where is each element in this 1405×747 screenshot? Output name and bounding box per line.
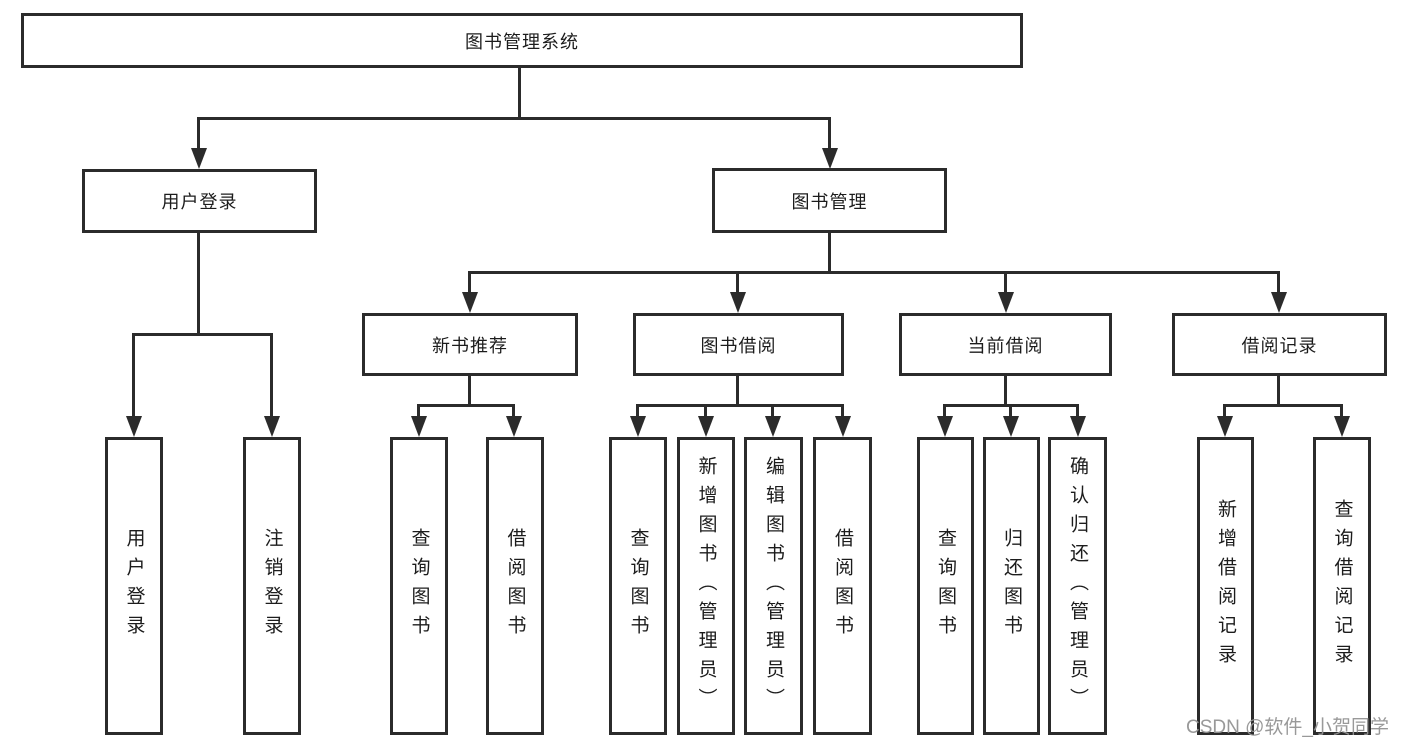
arrow-down-icon — [126, 416, 142, 437]
leaf-label: 查询图书 — [627, 528, 649, 644]
leaf-label: 用户登录 — [123, 528, 145, 644]
arrow-down-icon — [730, 292, 746, 313]
csdn-watermark: CSDN @软件_小贺同学 — [1186, 717, 1389, 738]
leaf-borrow-books-recommend: 借阅图书 — [486, 437, 544, 735]
arrow-down-icon — [264, 416, 280, 437]
arrow-down-icon — [191, 148, 207, 169]
connector-vline — [468, 271, 471, 294]
leaf-borrow-books: 借阅图书 — [813, 437, 872, 735]
connector-vline — [1277, 271, 1280, 294]
leaf-add-borrow-record: 新增借阅记录 — [1197, 437, 1254, 735]
connector-vline — [1076, 404, 1079, 418]
node-label: 借阅记录 — [1241, 335, 1318, 356]
connector-hline — [468, 271, 1280, 274]
leaf-label: 确认归还（管理员） — [1067, 455, 1088, 717]
connector-vline — [1223, 404, 1226, 418]
arrow-down-icon — [506, 416, 522, 437]
arrow-down-icon — [1003, 416, 1019, 437]
leaf-user-login: 用户登录 — [105, 437, 163, 735]
node-user-login: 用户登录 — [82, 169, 317, 233]
connector-vline — [828, 117, 831, 151]
arrow-down-icon — [937, 416, 953, 437]
connector-hline — [132, 333, 273, 336]
arrow-down-icon — [630, 416, 646, 437]
leaf-query-books-recommend: 查询图书 — [390, 437, 448, 735]
node-book-borrowing: 图书借阅 — [633, 313, 844, 376]
connector-vline — [518, 68, 521, 120]
node-label: 当前借阅 — [967, 335, 1044, 356]
leaf-label: 编辑图书（管理员） — [763, 455, 784, 717]
connector-vline — [1004, 271, 1007, 294]
leaf-return-books: 归还图书 — [983, 437, 1040, 735]
connector-vline — [1009, 404, 1012, 418]
arrow-down-icon — [1217, 416, 1233, 437]
node-label: 图书借阅 — [700, 335, 777, 356]
leaf-edit-books-admin: 编辑图书（管理员） — [744, 437, 803, 735]
connector-vline — [270, 333, 273, 418]
arrow-down-icon — [998, 292, 1014, 313]
arrow-down-icon — [822, 148, 838, 169]
leaf-label: 查询图书 — [408, 528, 430, 644]
connector-hline — [197, 117, 831, 120]
leaf-query-borrow-record: 查询借阅记录 — [1313, 437, 1371, 735]
leaf-label: 查询借阅记录 — [1331, 499, 1353, 673]
connector-vline — [1004, 376, 1007, 407]
connector-vline — [468, 376, 471, 407]
connector-vline — [636, 404, 639, 418]
connector-vline — [197, 233, 200, 336]
connector-vline — [417, 404, 420, 418]
leaf-label: 查询图书 — [935, 528, 956, 644]
arrow-down-icon — [1334, 416, 1350, 437]
leaf-label: 新增图书（管理员） — [695, 455, 717, 717]
leaf-label: 借阅图书 — [832, 528, 853, 644]
connector-vline — [132, 333, 135, 418]
leaf-add-books-admin: 新增图书（管理员） — [677, 437, 735, 735]
connector-hline — [1223, 404, 1343, 407]
node-label: 新书推荐 — [432, 335, 508, 356]
arrow-down-icon — [835, 416, 851, 437]
node-label: 图书管理 — [791, 191, 868, 212]
connector-vline — [736, 271, 739, 294]
connector-hline — [417, 404, 515, 407]
leaf-label: 归还图书 — [1001, 528, 1022, 644]
node-book-management: 图书管理 — [712, 168, 947, 233]
arrow-down-icon — [1070, 416, 1086, 437]
leaf-label: 借阅图书 — [504, 528, 526, 644]
node-label: 用户登录 — [161, 192, 238, 212]
leaf-query-books-borrowing: 查询图书 — [609, 437, 667, 735]
node-current-borrowing: 当前借阅 — [899, 313, 1112, 376]
connector-vline — [704, 404, 707, 418]
connector-vline — [828, 233, 831, 274]
node-new-book-recommendation: 新书推荐 — [362, 313, 578, 376]
connector-hline — [636, 404, 844, 407]
arrow-down-icon — [411, 416, 427, 437]
node-borrowing-records: 借阅记录 — [1172, 313, 1387, 376]
arrow-down-icon — [698, 416, 714, 437]
connector-vline — [736, 376, 739, 407]
arrow-down-icon — [462, 292, 478, 313]
node-label: 图书管理系统 — [465, 31, 579, 52]
leaf-query-books-current: 查询图书 — [917, 437, 974, 735]
leaf-confirm-return-admin: 确认归还（管理员） — [1048, 437, 1107, 735]
node-root-library-management-system: 图书管理系统 — [21, 13, 1023, 68]
connector-vline — [512, 404, 515, 418]
connector-vline — [197, 117, 200, 151]
connector-vline — [943, 404, 946, 418]
connector-vline — [771, 404, 774, 418]
leaf-label: 新增借阅记录 — [1215, 499, 1236, 673]
connector-vline — [841, 404, 844, 418]
arrow-down-icon — [765, 416, 781, 437]
connector-vline — [1340, 404, 1343, 418]
leaf-logout: 注销登录 — [243, 437, 301, 735]
connector-vline — [1277, 376, 1280, 407]
arrow-down-icon — [1271, 292, 1287, 313]
leaf-label: 注销登录 — [261, 528, 283, 644]
